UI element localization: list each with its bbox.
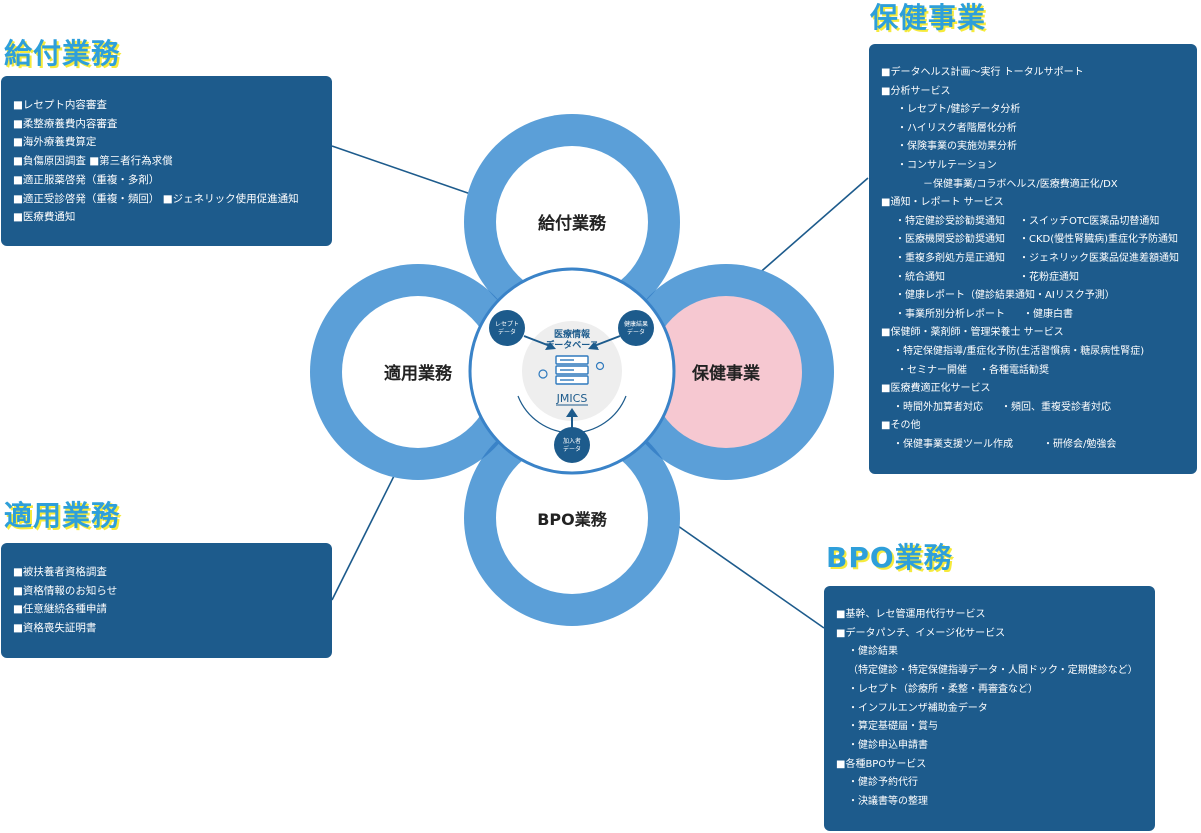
list-item: ■負傷原因調査 ■第三者行為求償 bbox=[13, 155, 173, 168]
kyufu-panel: ■レセプト内容審査 ■柔整療養費内容審査 ■海外療養費算定 ■負傷原因調査 ■第… bbox=[1, 76, 332, 246]
list-item: ・ハイリスク者階層化分析 bbox=[897, 122, 1017, 134]
list-item: ・レセプト/健診データ分析 bbox=[897, 104, 1021, 116]
badge-receipt-data bbox=[489, 310, 525, 346]
petal-right-label: 保健事業 bbox=[691, 363, 760, 384]
petal-right-disc bbox=[650, 296, 802, 448]
svg-text:健康結果: 健康結果 bbox=[624, 320, 648, 328]
petal-bottom-label: BPO業務 bbox=[537, 510, 608, 529]
database-label-2: データベース bbox=[545, 339, 599, 351]
arrow-right-icon bbox=[588, 342, 599, 350]
tekiyo-title: 適用業務 bbox=[4, 499, 121, 532]
list-item: ・健診申込申請書 bbox=[848, 739, 928, 751]
svg-text:データ: データ bbox=[498, 328, 516, 336]
list-item: ■被扶養者資格調査 bbox=[13, 566, 107, 578]
bpo-panel: ■基幹、レセ管運用代行サービス ■データパンチ、イメージ化サービス ・健診結果 … bbox=[824, 586, 1155, 831]
list-item: ・健診結果 bbox=[848, 646, 898, 658]
list-item: ■適正受診啓発（重複・頻回） ■ジェネリック使用促進通知 bbox=[13, 192, 299, 205]
list-item: ■各種BPOサービス bbox=[836, 758, 927, 770]
arrow-left-icon bbox=[545, 342, 556, 350]
list-item: ・健康レポート（健診結果通知・AIリスク予測） bbox=[895, 290, 1115, 302]
list-item: ■海外療養費算定 bbox=[13, 136, 97, 149]
list-item: ■その他 bbox=[881, 420, 921, 432]
list-item: ■資格喪失証明書 bbox=[13, 622, 97, 635]
list-item: ・算定基礎届・賞与 bbox=[848, 721, 938, 733]
list-item: ・医療機関受診勧奨通知・CKD(慢性腎臓病)重症化予防通知 bbox=[895, 234, 1179, 246]
list-item: ■医療費適正化サービス bbox=[881, 383, 991, 395]
list-item: ■レセプト内容審査 bbox=[13, 99, 107, 111]
hoken-panel: ■データヘルス計画～実行 トータルサポート ■分析サービス ・レセプト/健診デー… bbox=[869, 44, 1197, 474]
list-item: ・セミナー開催・各種電話勧奨 bbox=[897, 364, 1049, 376]
list-item: ・統合通知・花粉症通知 bbox=[895, 271, 1079, 283]
svg-text:加入者: 加入者 bbox=[563, 437, 581, 445]
list-item: ・時間外加算者対応・頻回、重複受診者対応 bbox=[893, 401, 1111, 413]
badge-member-data bbox=[554, 427, 590, 463]
list-item: ・保健事業支援ツール作成・研修会/勉強会 bbox=[893, 438, 1117, 450]
list-item: ■適正服薬啓発（重複・多剤） bbox=[13, 173, 160, 186]
list-item: ・特定保健指導/重症化予防(生活習慣病・糖尿病性腎症) bbox=[893, 345, 1145, 357]
petal-top-label: 給付業務 bbox=[538, 213, 607, 234]
svg-text:データ: データ bbox=[563, 445, 581, 453]
list-item: （特定健診・特定保健指導データ・人間ドック・定期健診など） bbox=[848, 665, 1138, 677]
list-item: ■通知・レポート サービス bbox=[881, 197, 1004, 209]
list-item: ■データパンチ、イメージ化サービス bbox=[836, 627, 1006, 639]
connector-kyufu bbox=[331, 145, 489, 201]
list-item: ・重複多剤処方是正通知・ジェネリック医薬品促進差額通知 bbox=[895, 252, 1179, 264]
kyufu-title: 給付業務 bbox=[4, 37, 121, 70]
list-item: ■データヘルス計画～実行 トータルサポート bbox=[881, 67, 1084, 78]
server-icon bbox=[555, 355, 589, 385]
tekiyo-panel: ■被扶養者資格調査 ■資格情報のお知らせ ■任意継続各種申請 ■資格喪失証明書 bbox=[1, 543, 332, 658]
petal-top-disc bbox=[496, 146, 648, 298]
list-item: ・保険事業の実施効果分析 bbox=[897, 141, 1017, 153]
svg-text:レセプト: レセプト bbox=[495, 321, 519, 328]
bpo-title: BPO業務 bbox=[826, 541, 953, 574]
hoken-title: 保健事業 bbox=[870, 1, 987, 34]
petal-bottom-disc bbox=[496, 442, 648, 594]
list-item: ・決議書等の整理 bbox=[848, 796, 928, 808]
badge-health-data bbox=[618, 310, 654, 346]
list-item: ■基幹、レセ管運用代行サービス bbox=[836, 609, 986, 620]
list-item: ・事業所別分析レポート・健康白書 bbox=[895, 308, 1073, 320]
list-item: －保健事業/コラボヘルス/医療費適正化/DX bbox=[923, 178, 1118, 190]
list-item: ■保健師・薬剤師・管理栄養士 サービス bbox=[881, 327, 1064, 339]
petal-left-disc bbox=[342, 296, 494, 448]
arrow-up-icon bbox=[566, 408, 578, 417]
list-item: ・コンサルテーション bbox=[897, 159, 997, 171]
list-item: ・レセプト（診療所・柔整・再審査など） bbox=[848, 683, 1038, 695]
list-item: ■任意継続各種申請 bbox=[13, 603, 107, 616]
list-item: ・インフルエンザ補助金データ bbox=[848, 702, 988, 714]
petal-left-label: 適用業務 bbox=[384, 363, 453, 384]
list-item: ・特定健診受診勧奨通知・スイッチOTC医薬品切替通知 bbox=[895, 215, 1160, 227]
list-item: ■柔整療養費内容審査 bbox=[13, 117, 118, 130]
jmics-logo: JMICS bbox=[556, 392, 588, 405]
list-item: ■医療費通知 bbox=[13, 211, 76, 224]
svg-text:データ: データ bbox=[627, 328, 645, 336]
list-item: ■分析サービス bbox=[881, 85, 951, 97]
list-item: ・健診予約代行 bbox=[848, 777, 918, 789]
database-label-1: 医療情報 bbox=[554, 328, 591, 340]
gear-icon bbox=[538, 361, 605, 379]
connector-bpo bbox=[657, 511, 825, 629]
list-item: ■資格情報のお知らせ bbox=[13, 584, 118, 597]
